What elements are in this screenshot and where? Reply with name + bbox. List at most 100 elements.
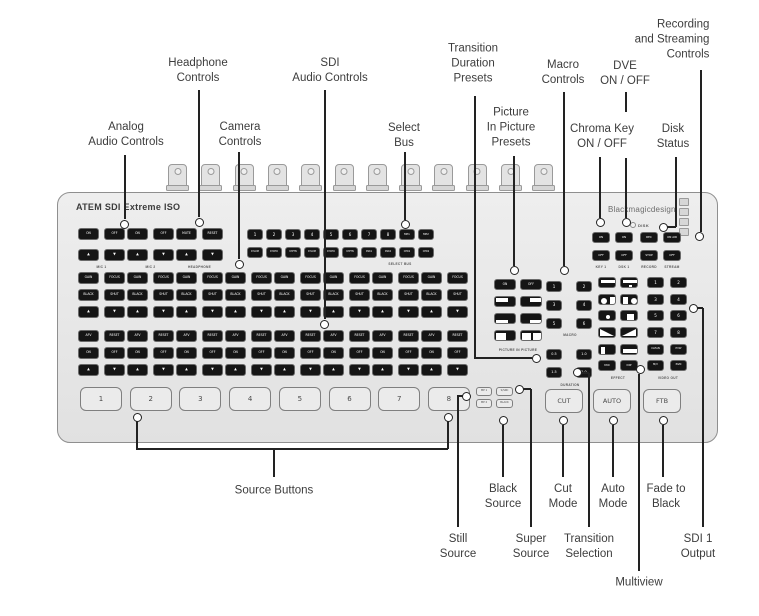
- supersource-button[interactable]: S/SRC: [496, 387, 513, 396]
- key-1-on-button[interactable]: ON: [592, 232, 610, 243]
- mic-2-level-up-button[interactable]: ▲: [127, 249, 148, 261]
- video-out-5-button[interactable]: 5: [647, 310, 664, 321]
- push-right-button[interactable]: [620, 294, 638, 305]
- cam8-focus-button[interactable]: FOCUS: [447, 272, 468, 284]
- cam7-focus-button[interactable]: FOCUS: [398, 272, 419, 284]
- cam2-focus-button[interactable]: FOCUS: [153, 272, 174, 284]
- cam8--button[interactable]: ▲: [421, 306, 442, 318]
- macro-5-button[interactable]: 5: [546, 318, 562, 329]
- audio4-on-button[interactable]: ON: [225, 347, 246, 359]
- mic-2-off-button[interactable]: OFF: [153, 228, 174, 240]
- cam5-focus-button[interactable]: FOCUS: [300, 272, 321, 284]
- cam5--button[interactable]: ▲: [274, 306, 295, 318]
- wipe-diagonal-left-button[interactable]: [598, 327, 616, 338]
- select-bus-dsk2-button[interactable]: DSK2: [380, 247, 396, 258]
- select-bus-kyptn-button[interactable]: KYPTN: [285, 247, 301, 258]
- cam7-black-button[interactable]: BLACK: [372, 289, 393, 301]
- cam1-gain-button[interactable]: GAIN: [78, 272, 99, 284]
- macro-1-button[interactable]: 1: [546, 281, 562, 292]
- iris-box-button[interactable]: [620, 310, 638, 321]
- cam3-black-button[interactable]: BLACK: [176, 289, 197, 301]
- cam5-shut-button[interactable]: SHUT: [300, 289, 321, 301]
- audio4-off-button[interactable]: OFF: [251, 347, 272, 359]
- cam6-black-button[interactable]: BLACK: [323, 289, 344, 301]
- push-left-button[interactable]: [598, 294, 616, 305]
- audio8-afv-button[interactable]: AFV: [421, 330, 442, 342]
- audio1--button[interactable]: ▼: [104, 364, 125, 376]
- dsk-1-off-button[interactable]: OFF: [615, 250, 633, 261]
- select-bus-8-button[interactable]: 8: [380, 229, 396, 240]
- source-button-6[interactable]: 6: [328, 387, 371, 411]
- source-button-7[interactable]: 7: [378, 387, 421, 411]
- audio7--button[interactable]: ▼: [398, 364, 419, 376]
- video-out-6-button[interactable]: 6: [670, 310, 687, 321]
- duration-1-0-button[interactable]: 1.0: [576, 349, 592, 360]
- pip-off-button[interactable]: OFF: [520, 279, 542, 290]
- cam6-focus-button[interactable]: FOCUS: [349, 272, 370, 284]
- macro-2-button[interactable]: 2: [576, 281, 592, 292]
- audio4-reset-button[interactable]: RESET: [251, 330, 272, 342]
- audio3--button[interactable]: ▲: [176, 364, 197, 376]
- cam4-focus-button[interactable]: FOCUS: [251, 272, 272, 284]
- pip-bottom-left-button[interactable]: [494, 313, 516, 324]
- headphone-reset-button[interactable]: RESET: [202, 228, 223, 240]
- iris-dot-button[interactable]: [598, 310, 616, 321]
- video-out-pgm-button[interactable]: PGM: [670, 360, 687, 371]
- cam4-shut-button[interactable]: SHUT: [251, 289, 272, 301]
- select-bus-kyptn-button[interactable]: KYPTN: [342, 247, 358, 258]
- audio3-afv-button[interactable]: AFV: [176, 330, 197, 342]
- cam1-focus-button[interactable]: FOCUS: [104, 272, 125, 284]
- audio6-on-button[interactable]: ON: [323, 347, 344, 359]
- audio4--button[interactable]: ▲: [225, 364, 246, 376]
- audio2--button[interactable]: ▼: [153, 364, 174, 376]
- duration-1-5-button[interactable]: 1.5: [546, 367, 562, 378]
- video-out-2-button[interactable]: 2: [670, 277, 687, 288]
- headphone-mute-button[interactable]: MUTE: [176, 228, 197, 240]
- dsk-1-on-button[interactable]: ON: [615, 232, 633, 243]
- cam7-shut-button[interactable]: SHUT: [398, 289, 419, 301]
- audio8--button[interactable]: ▲: [421, 364, 442, 376]
- select-bus-chr2-button[interactable]: CHR2: [418, 247, 434, 258]
- cam2--button[interactable]: ▼: [153, 306, 174, 318]
- select-bus-kylum-button[interactable]: KYLUM: [304, 247, 320, 258]
- headphone-level-down-button[interactable]: ▼: [202, 249, 223, 261]
- select-bus-kychr-button[interactable]: KYCHR: [323, 247, 339, 258]
- audio7-on-button[interactable]: ON: [372, 347, 393, 359]
- mic-2-on-button[interactable]: ON: [127, 228, 148, 240]
- cam1-black-button[interactable]: BLACK: [78, 289, 99, 301]
- black-button[interactable]: BLACK: [496, 399, 513, 408]
- pip-top-left-button[interactable]: [494, 296, 516, 307]
- pip-left-half-button[interactable]: [494, 330, 516, 341]
- cam4--button[interactable]: ▲: [225, 306, 246, 318]
- source-button-4[interactable]: 4: [229, 387, 272, 411]
- cam4-black-button[interactable]: BLACK: [225, 289, 246, 301]
- audio5-reset-button[interactable]: RESET: [300, 330, 321, 342]
- wipe-diagonal-right-button[interactable]: [620, 327, 638, 338]
- audio7--button[interactable]: ▲: [372, 364, 393, 376]
- audio1-reset-button[interactable]: RESET: [104, 330, 125, 342]
- audio6--button[interactable]: ▼: [349, 364, 370, 376]
- cam3-focus-button[interactable]: FOCUS: [202, 272, 223, 284]
- audio1-off-button[interactable]: OFF: [104, 347, 125, 359]
- audio5-on-button[interactable]: ON: [274, 347, 295, 359]
- cam2-black-button[interactable]: BLACK: [127, 289, 148, 301]
- cam5--button[interactable]: ▼: [300, 306, 321, 318]
- headphone-level-up-button[interactable]: ▲: [176, 249, 197, 261]
- stream-on-air-button[interactable]: ON AIR: [663, 232, 681, 243]
- audio5--button[interactable]: ▲: [274, 364, 295, 376]
- auto-button[interactable]: AUTO: [593, 389, 631, 413]
- cam3--button[interactable]: ▼: [202, 306, 223, 318]
- macro-4-button[interactable]: 4: [576, 299, 592, 311]
- stream-off-button[interactable]: OFF: [663, 250, 681, 261]
- cam6--button[interactable]: ▼: [349, 306, 370, 318]
- audio2--button[interactable]: ▲: [127, 364, 148, 376]
- audio1-on-button[interactable]: ON: [78, 347, 99, 359]
- audio8-on-button[interactable]: ON: [421, 347, 442, 359]
- mic-2-level-down-button[interactable]: ▼: [153, 249, 174, 261]
- audio6-reset-button[interactable]: RESET: [349, 330, 370, 342]
- cam6--button[interactable]: ▲: [323, 306, 344, 318]
- video-out-m-v-button[interactable]: M/V: [647, 360, 664, 371]
- wipe-up-button[interactable]: [598, 277, 616, 288]
- cut-button[interactable]: CUT: [545, 389, 583, 413]
- bar-center-button[interactable]: [620, 344, 638, 355]
